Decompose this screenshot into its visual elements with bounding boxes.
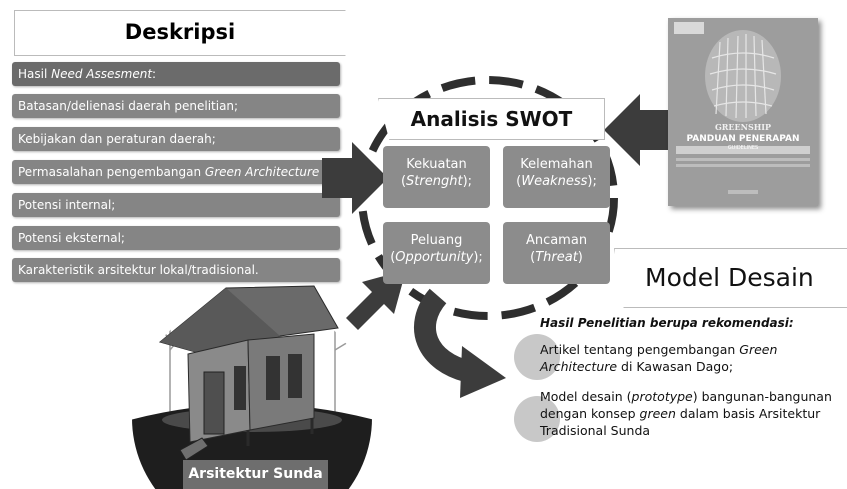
arrow-deskripsi-to-swot <box>322 142 388 214</box>
swot-title: Analisis SWOT <box>378 98 605 140</box>
desc-item-batasan: Batasan/delienasi daerah penelitian; <box>12 94 340 118</box>
book-title: PANDUAN PENERAPAN <box>686 134 800 144</box>
house-door <box>203 371 225 435</box>
quad-kekuatan-label: Kekuatan <box>406 157 467 172</box>
desc-item-kebijakan: Kebijakan dan peraturan daerah; <box>12 127 340 151</box>
house-window <box>234 366 246 410</box>
desc-item-need-assesment: Hasil Need Assesment: <box>12 62 340 86</box>
arrow-swot-to-model <box>414 288 473 383</box>
quad-ancaman: Ancaman (Threat) <box>503 222 610 284</box>
book-subtitle: GUIDELINES <box>727 145 759 151</box>
arrow-guideline-to-swot <box>604 94 668 166</box>
results-heading: Hasil Penelitian berupa rekomendasi: <box>540 316 794 330</box>
quad-peluang: Peluang (Opportunity); <box>383 222 490 284</box>
quad-kelemahan-label: Kelemahan <box>520 157 593 172</box>
quad-ancaman-sub: (Threat) <box>530 250 583 265</box>
quad-ancaman-label: Ancaman <box>525 233 588 248</box>
quad-kelemahan: Kelemahan (Weakness); <box>503 146 610 208</box>
desc-item-karakteristik: Karakteristik arsitektur lokal/tradision… <box>12 258 340 282</box>
quad-kekuatan-sub: (Strenght); <box>400 174 473 189</box>
result-1-text: Artikel tentang pengembangan Green Archi… <box>540 342 778 374</box>
sunda-house-illustration <box>132 285 372 489</box>
quad-peluang-label: Peluang <box>410 233 463 248</box>
arsitektur-sunda-label: Arsitektur Sunda <box>183 460 328 489</box>
desc-item-permasalahan: Permasalahan pengembangan Green Architec… <box>12 160 340 184</box>
swot-dashed-circle <box>358 76 618 320</box>
result-2-text: Model desain (prototype) bangunan-bangun… <box>540 389 832 438</box>
arrow-house-to-swot <box>346 270 406 330</box>
house-side-wall <box>247 333 315 431</box>
quad-kekuatan: Kekuatan (Strenght); <box>383 146 490 208</box>
book-art <box>668 18 818 206</box>
book-header: GREENSHIP <box>714 122 772 132</box>
quad-peluang-sub: (Opportunity); <box>390 250 483 265</box>
result-2-bullet <box>514 396 560 442</box>
deskripsi-title: Deskripsi <box>14 10 346 56</box>
quad-kelemahan-sub: (Weakness); <box>516 174 597 189</box>
model-desain-title: Model Desain <box>614 248 847 308</box>
guideline-book-cover: GREENSHIP PANDUAN PENERAPAN GUIDELINES <box>668 18 818 206</box>
result-1-bullet <box>514 334 560 380</box>
desc-item-potensi-eksternal: Potensi eksternal; <box>12 226 340 250</box>
desc-item-potensi-internal: Potensi internal; <box>12 193 340 217</box>
